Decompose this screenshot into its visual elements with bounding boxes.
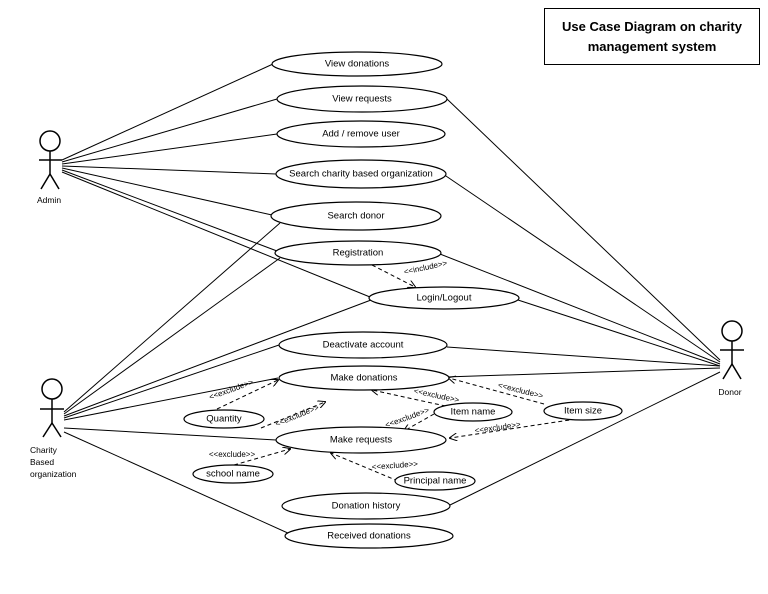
stick-figure-icon (720, 320, 744, 380)
use-case-label: Login/Logout (417, 293, 472, 304)
exclude-label-quantity-requests: <<exclude>> (274, 403, 321, 429)
diagram-title-box: Use Case Diagram on charity management s… (544, 8, 760, 65)
stick-figure-icon (39, 130, 62, 190)
use-case-label: Donation history (332, 501, 401, 512)
diagram-title: Use Case Diagram on charity management s… (562, 18, 742, 54)
actor-charity: Charity Based organization (30, 378, 77, 479)
use-case-label: Make donations (330, 373, 397, 384)
use-case-make-requests: Make requests (275, 426, 447, 454)
use-case-search-donor: Search donor (270, 201, 442, 231)
exclude-label-principal: <<exclude>> (371, 459, 418, 471)
use-case-label: View requests (332, 94, 392, 105)
exclude-label-itemsize-requests: <<exclude>> (474, 420, 521, 435)
use-case-login-logout: Login/Logout (368, 286, 520, 310)
actor-admin: Admin (37, 130, 62, 205)
actor-label-charity-line3: organization (30, 469, 77, 479)
exclude-label-school: <<exclude>> (209, 450, 256, 459)
use-case-school-name: school name (192, 464, 274, 484)
donor-associations (439, 98, 721, 506)
use-case-view-requests: View requests (276, 85, 448, 113)
exclude-label-itemname-donations: <<exclude>> (413, 386, 460, 404)
actor-label-donor: Donor (718, 387, 741, 397)
actor-label-charity-line2: Based (30, 457, 54, 467)
exclude-label-quantity-donations: <<exclude>> (208, 377, 255, 401)
use-case-received-donations: Received donations (284, 523, 454, 549)
use-case-make-donations: Make donations (278, 365, 450, 391)
use-case-deactivate-account: Deactivate account (278, 331, 448, 359)
use-case-label: Deactivate account (323, 340, 404, 351)
use-case-label: Principal name (404, 476, 467, 487)
admin-associations (61, 63, 371, 298)
use-case-item-name: Item name (433, 402, 513, 422)
use-case-label: Item name (451, 407, 496, 418)
use-case-quantity: Quantity (183, 409, 265, 429)
actor-donor: Donor (718, 320, 744, 397)
stick-figure-icon (40, 378, 64, 438)
use-case-label: Received donations (327, 531, 411, 542)
use-case-add-remove-user: Add / remove user (276, 120, 446, 148)
use-case-label: Search donor (327, 211, 384, 222)
use-case-registration: Registration (274, 240, 442, 266)
exclude-label-itemname-requests: <<exclude>> (384, 405, 431, 429)
use-case-label: Make requests (330, 435, 393, 446)
use-case-label: Quantity (206, 414, 242, 425)
use-case-item-size: Item size (543, 401, 623, 421)
use-case-label: View donations (325, 59, 390, 70)
use-case-label: Search charity based organization (289, 169, 433, 180)
use-case-view-donations: View donations (271, 51, 443, 77)
actor-label-charity-line1: Charity (30, 445, 58, 455)
use-case-label: school name (206, 469, 260, 480)
use-cases: View donations View requests Add / remov… (183, 51, 623, 549)
dependency-relations (216, 264, 584, 482)
use-case-label: Item size (564, 406, 602, 417)
use-case-principal-name: Principal name (394, 471, 476, 491)
use-case-donation-history: Donation history (281, 492, 451, 520)
use-case-label: Registration (333, 248, 384, 259)
use-case-label: Add / remove user (322, 129, 400, 140)
actor-label-admin: Admin (37, 195, 61, 205)
use-case-search-charity: Search charity based organization (275, 159, 447, 189)
charity-associations (63, 222, 372, 535)
